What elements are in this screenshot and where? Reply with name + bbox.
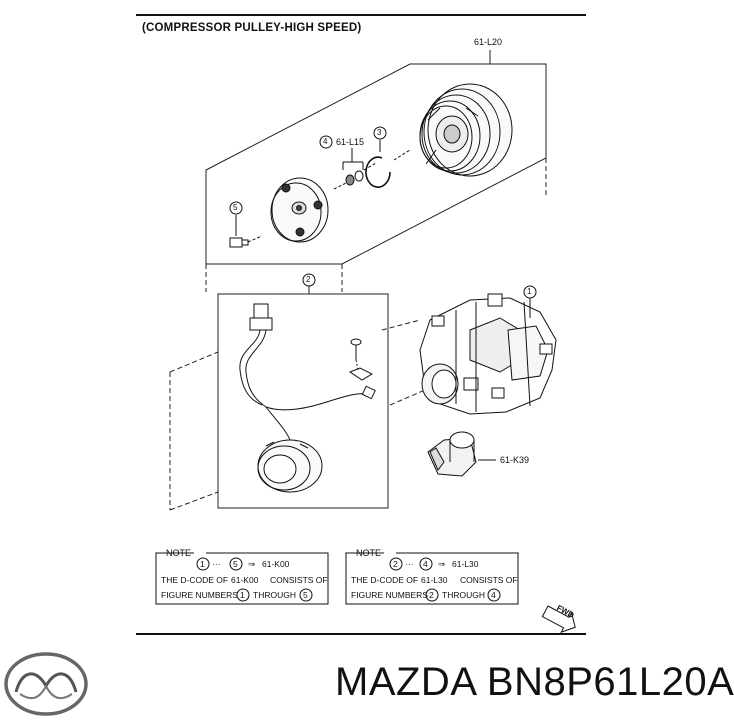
callout-circle-2	[302, 273, 316, 287]
note2-line2-suffix: CONSISTS OF	[460, 575, 518, 585]
note2-from: 2	[393, 559, 398, 569]
pulley-illustration	[419, 83, 513, 177]
note-box-2	[345, 552, 519, 605]
note2-line3-from: 2	[429, 590, 434, 600]
note1-line2-suffix: CONSISTS OF	[270, 575, 328, 585]
pulley-group	[205, 50, 547, 265]
note1-circle-from	[196, 557, 210, 571]
note1-line3-prefix: FIGURE NUMBERS	[161, 590, 238, 600]
part-number-caption: MAZDA BN8P61L20A	[335, 660, 734, 704]
note2-arrow: ⇒	[438, 559, 446, 569]
wire-harness-illustration	[239, 303, 376, 441]
callout-61-L20: 61-L20	[474, 37, 503, 47]
note2-circle-from	[389, 557, 403, 571]
note1-dots: ···	[212, 559, 221, 569]
note2-line3-to: 4	[491, 590, 496, 600]
note1-line2-prefix: THE D-CODE OF	[161, 575, 229, 585]
note1-line3-from: 1	[240, 590, 245, 600]
note1-code: 61-K00	[262, 559, 290, 569]
field-coil-illustration	[257, 439, 323, 493]
note2-title: NOTE	[356, 548, 382, 558]
callout-num-2: 2	[306, 275, 311, 284]
note1-line2-code: 61-K00	[231, 575, 259, 585]
clutch-group-frame	[217, 293, 389, 509]
note-boxes	[155, 552, 519, 605]
callout-circle-5	[229, 201, 243, 215]
note2-line2-prefix: THE D-CODE OF	[351, 575, 419, 585]
note2-line3-prefix: FIGURE NUMBERS	[351, 590, 428, 600]
hub-plate-illustration	[270, 177, 329, 243]
screw-illustration	[348, 338, 374, 381]
callout-circle-3	[373, 126, 387, 140]
note1-line3-to: 5	[303, 590, 308, 600]
note2-circle-fig-to	[487, 588, 501, 602]
note1-circle-fig-to	[299, 588, 313, 602]
note2-circle-fig-from	[425, 588, 439, 602]
note2-to: 4	[423, 559, 428, 569]
note2-code: 61-L30	[452, 559, 479, 569]
callout-circle-1	[523, 285, 537, 299]
callout-num-5: 5	[233, 203, 238, 212]
note2-dots: ···	[405, 559, 414, 569]
note1-line3-mid: THROUGH	[253, 590, 296, 600]
clutch-group	[217, 273, 389, 509]
note1-title: NOTE	[166, 548, 192, 558]
note2-line3-mid: THROUGH	[442, 590, 485, 600]
shim-illustration	[333, 148, 364, 190]
fwd-arrow-icon	[541, 605, 576, 634]
note2-circle-to	[419, 557, 433, 571]
sensor-illustration	[427, 431, 496, 477]
note1-arrow: ⇒	[248, 559, 256, 569]
note2-line2-code: 61-L30	[421, 575, 448, 585]
callout-num-4: 4	[323, 137, 328, 146]
mazda-logo-icon	[4, 652, 88, 716]
callout-circle-4-top	[319, 135, 333, 149]
snap-ring-illustration	[363, 140, 411, 188]
note1-to: 5	[233, 559, 238, 569]
diagram-heading: (COMPRESSOR PULLEY-HIGH SPEED)	[142, 22, 362, 34]
compressor-illustration	[419, 285, 557, 415]
callout-num-3: 3	[377, 128, 382, 137]
bolt-illustration	[229, 215, 263, 248]
callout-61-K39: 61-K39	[500, 455, 530, 465]
note1-circle-to	[229, 557, 243, 571]
note1-circle-fig-from	[236, 588, 250, 602]
note1-from: 1	[200, 559, 205, 569]
callout-num-1: 1	[527, 287, 532, 296]
assembly-leader-lines	[169, 158, 547, 511]
note-box-1	[155, 552, 329, 605]
callout-61-L15: 61-L15	[336, 137, 365, 147]
